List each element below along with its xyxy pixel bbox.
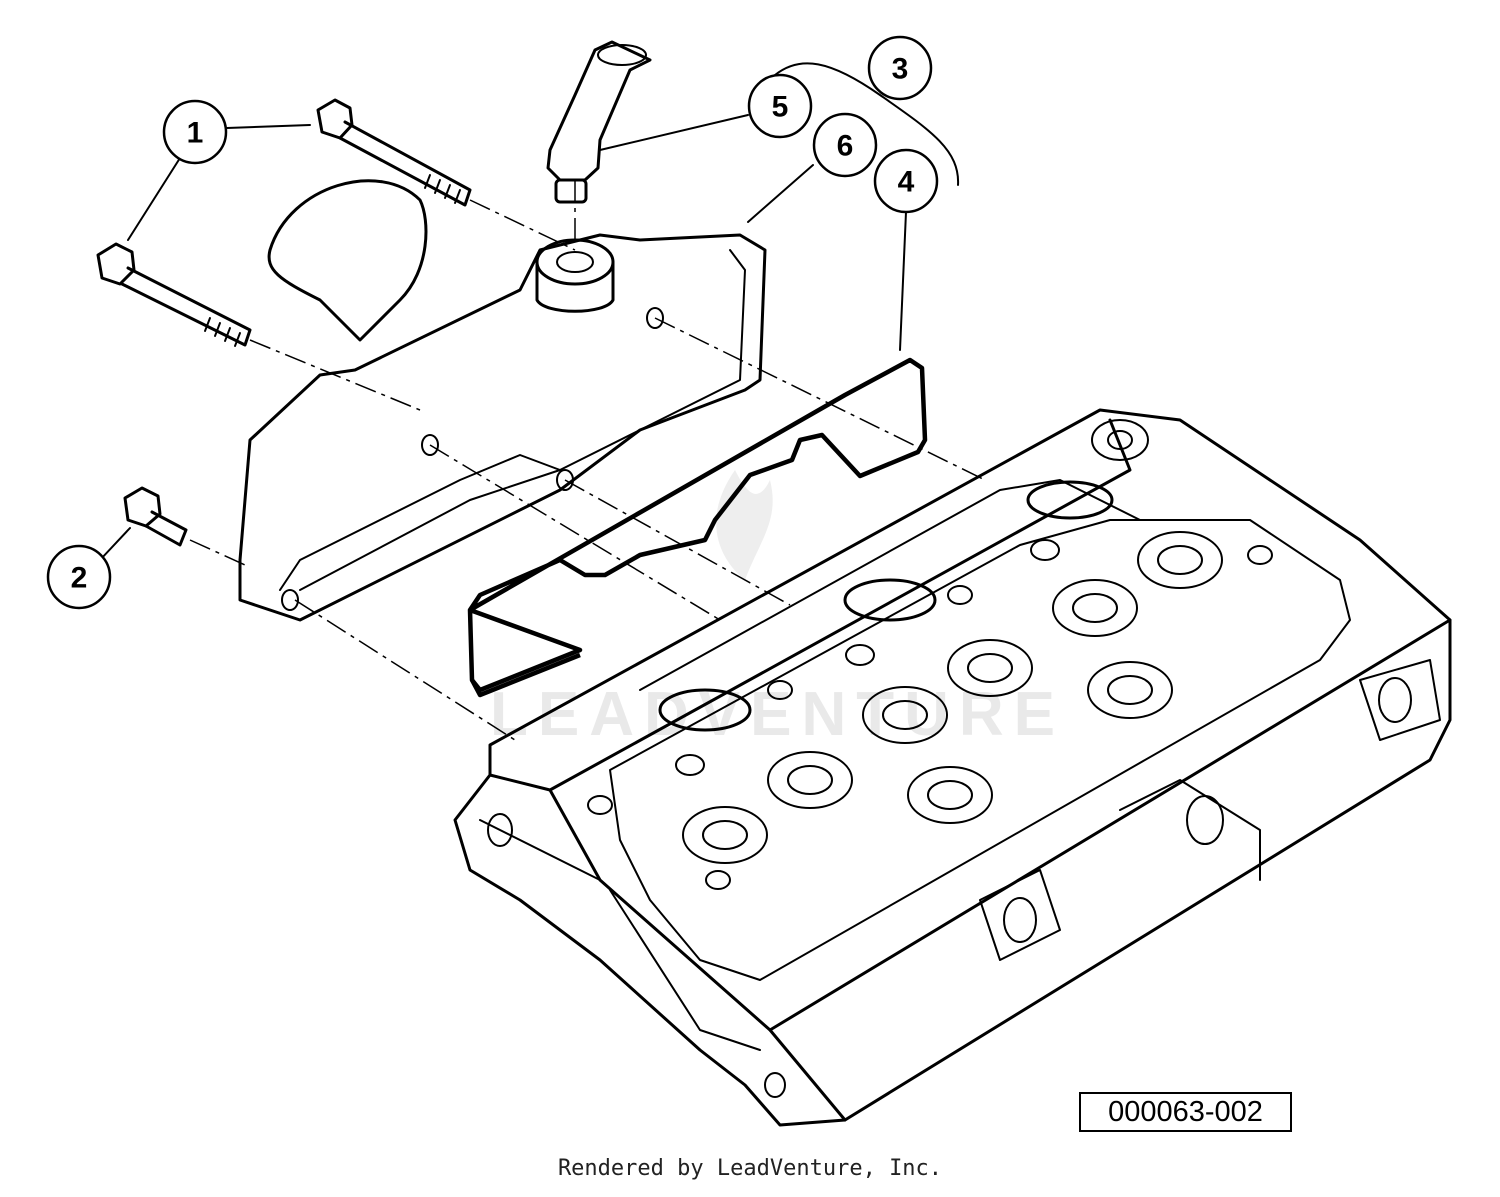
alignment-lines [189, 180, 986, 741]
short-bolt [123, 486, 188, 547]
long-bolt-lower [96, 242, 252, 347]
leader-lines [99, 62, 960, 561]
callout-5: 5 [747, 73, 813, 139]
leadventure-watermark: LEADVENTURE [490, 470, 1065, 749]
callout-3: 3 [867, 35, 933, 101]
long-bolt-upper [316, 98, 472, 207]
callout-4: 4 [873, 148, 939, 214]
callout-2-label: 2 [71, 562, 88, 595]
watermark-text: LEADVENTURE [490, 680, 1065, 749]
callout-2: 2 [46, 544, 112, 610]
callout-3-label: 3 [892, 53, 909, 86]
callout-4-label: 4 [898, 166, 915, 199]
callout-1-label: 1 [187, 117, 204, 150]
footer-credit: Rendered by LeadVenture, Inc. [557, 1156, 943, 1181]
callout-1: 1 [162, 99, 228, 165]
figure-number: 000063-002 [1079, 1092, 1292, 1132]
cylinder-head [453, 408, 1452, 1127]
valve-cover [238, 179, 767, 622]
callout-6-label: 6 [837, 130, 854, 163]
head-ports [487, 419, 1412, 1098]
cover-gasket-inner [470, 652, 581, 698]
callout-5-label: 5 [772, 91, 789, 124]
cover-gasket [467, 357, 928, 693]
breather-hose [546, 40, 652, 204]
callout-6: 6 [812, 112, 878, 178]
